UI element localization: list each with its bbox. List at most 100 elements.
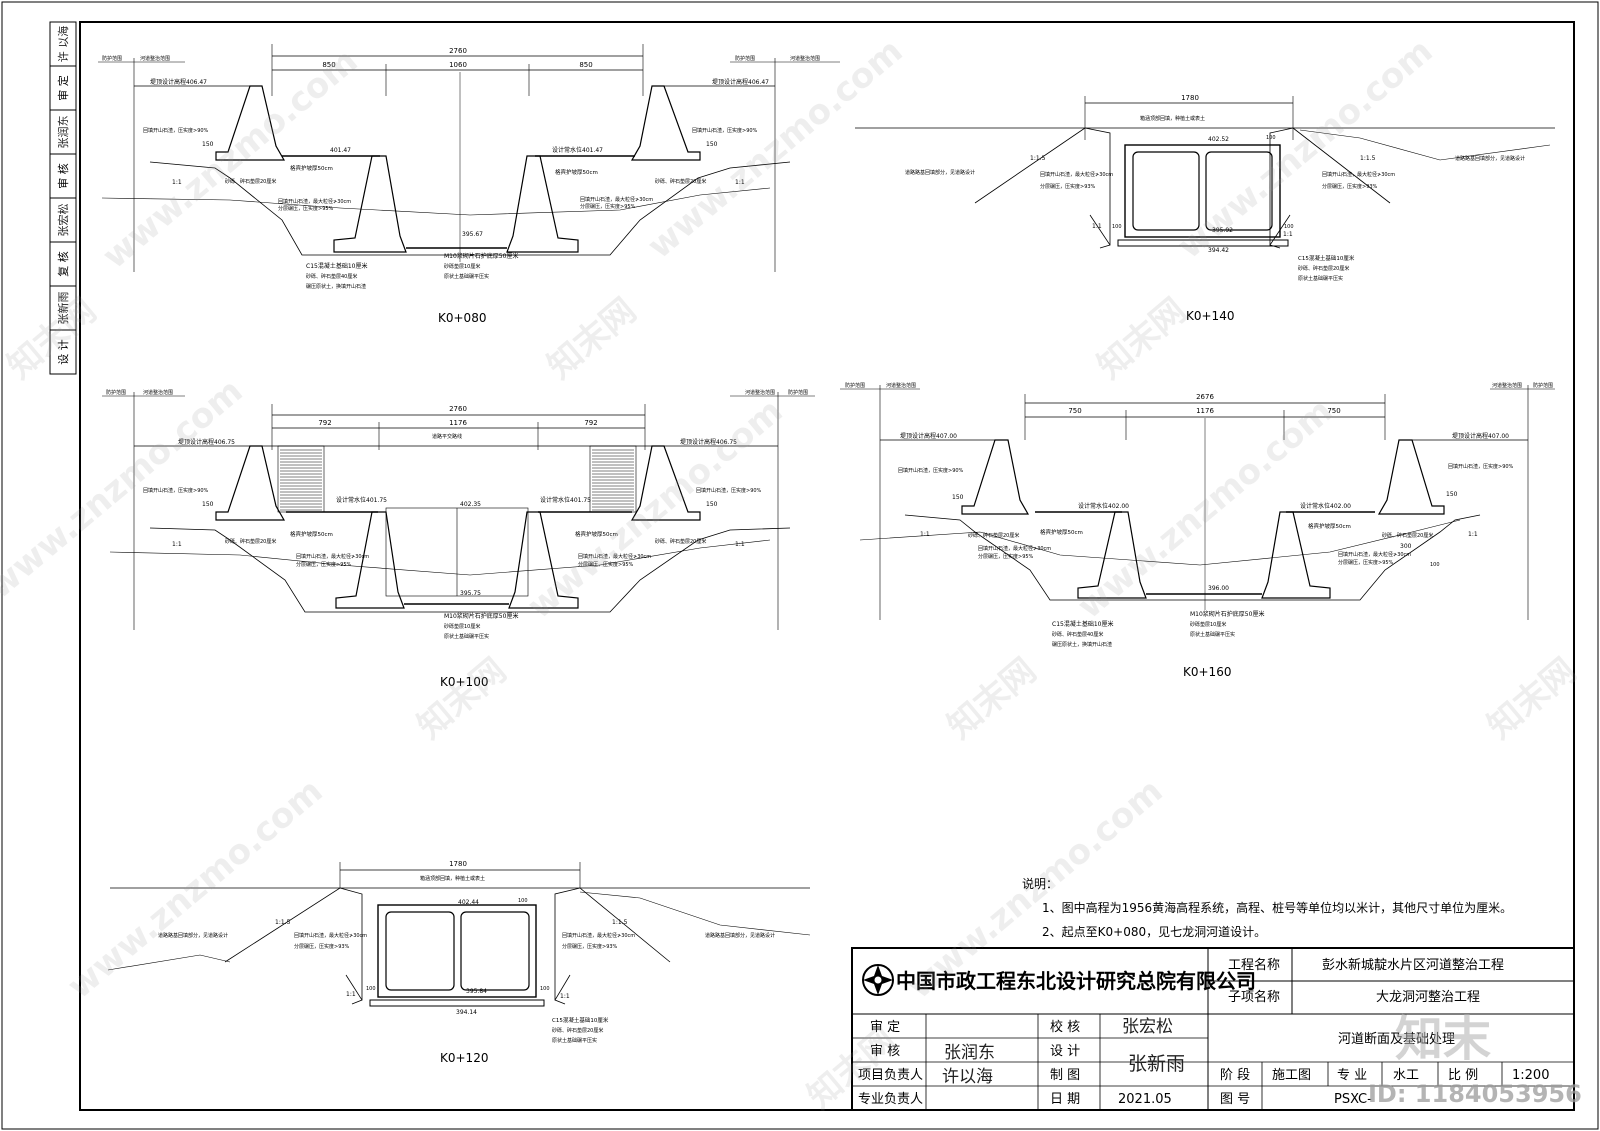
strip-cell-design-sign: 张新雨 — [56, 292, 70, 325]
note-fill-right: 回填开山石渣，最大粒径≯30cm — [1322, 171, 1395, 178]
level-top-left: 堤顶设计高程406.47 — [150, 78, 207, 86]
value-date: 2021.05 — [1118, 1092, 1172, 1107]
level-bottom: 394.42 — [1208, 247, 1229, 254]
strip-cell-approve-sign: 许 以海 — [56, 26, 70, 63]
value-subproject: 大龙洞河整治工程 — [1376, 990, 1480, 1005]
note-c15-2: 砂砾、碎石垫层40厘米 — [306, 273, 357, 280]
note-w150-right: 150 — [706, 501, 718, 508]
note-backfill-right: 回填开山石渣，最大粒径≯30cm — [1338, 551, 1411, 558]
note-c15-1: C15混凝土基础10厘米 — [306, 262, 367, 270]
note-w150-left: 150 — [202, 501, 214, 508]
label-project: 工程名称 — [1228, 957, 1280, 973]
tag-right-river: 河道整治范围 — [790, 55, 820, 62]
note-fill-left: 回填开山石渣，最大粒径≯30cm — [294, 932, 367, 939]
note-fill-left2: 分层碾压，压实度>93% — [294, 943, 350, 950]
note-slope-b-left: 1:1 — [1092, 223, 1102, 230]
note-fill-right: 回填开山石渣，压实度>90% — [1448, 463, 1514, 470]
note-slope-left: 1:1.5 — [1030, 155, 1046, 162]
note-m10-1: M10浆砌片石护底厚50厘米 — [1190, 610, 1264, 618]
dim-total: 1780 — [449, 860, 467, 868]
dim-left: 792 — [318, 419, 331, 427]
note-road: 道路平交路线 — [432, 433, 462, 440]
label-approve: 审 定 — [870, 1020, 900, 1035]
label-spec: 专 业 — [1337, 1068, 1367, 1083]
section-label-k0-120: K0+120 — [440, 1051, 488, 1065]
note-w150-right: 150 — [706, 141, 718, 148]
tag-left-river: 河道整治范围 — [140, 55, 170, 62]
note-c15-3: 碾压原状土，换填开山石渣 — [306, 283, 366, 290]
level-bottom: 394.14 — [456, 1009, 477, 1016]
watermark-site: www.znzmo.com — [520, 391, 790, 627]
note-backfill-left: 回填开山石渣，最大粒径≯30cm — [278, 198, 351, 205]
label-discipline: 专业负责人 — [858, 1092, 923, 1107]
note-fill-right: 回填开山石渣，压实度>90% — [692, 127, 758, 134]
tag-right-river: 河道整治范围 — [1492, 382, 1522, 389]
note-road-right: 道路路基回填部分，见道路设计 — [705, 932, 775, 939]
dim-mid: 1176 — [449, 419, 467, 427]
road-hatch-left — [277, 445, 325, 513]
watermark-site: www.znzmo.com — [95, 41, 365, 277]
note-c15-2: 砂砾、碎石垫层40厘米 — [1052, 631, 1103, 638]
note-w150-left: 150 — [952, 494, 964, 501]
note-slope-right: 1:1.5 — [612, 919, 628, 926]
note-slope-right: 1:1 — [1468, 531, 1478, 538]
level-top: 402.44 — [458, 899, 479, 906]
label-design: 设 计 — [1050, 1044, 1080, 1059]
road-hatch-right — [589, 445, 637, 513]
label-subproject: 子项名称 — [1228, 989, 1280, 1005]
tag-right-range: 防护范围 — [788, 389, 808, 396]
level-top-right: 堤顶设计高程406.47 — [712, 78, 769, 86]
section-k0-080: 2760 850 1060 850 防护范围 河道整治范围 防护范围 河道整治范… — [98, 44, 840, 325]
note-backfill-left2: 分层碾压，压实度>95% — [978, 553, 1034, 560]
tag-left-range: 防护范围 — [845, 382, 865, 389]
dim-mid: 1176 — [1196, 407, 1214, 415]
note-w100-right: 100 — [1284, 224, 1294, 230]
section-label-k0-080: K0+080 — [438, 311, 486, 325]
value-pm-sign: 许以海 — [942, 1067, 993, 1087]
dim-total: 1780 — [1181, 94, 1199, 102]
value-review-sign: 张润东 — [944, 1043, 995, 1063]
note-c15-1: C15混凝土基础10厘米 — [1052, 620, 1113, 628]
watermark-brand: 知末网 — [410, 651, 514, 747]
note-backfill-right2: 分层碾压，压实度>95% — [578, 561, 634, 568]
note-w150-right: 150 — [1446, 491, 1458, 498]
note-c15-1: C15混凝土基础10厘米 — [1298, 254, 1355, 262]
notes-title: 说明： — [1022, 876, 1058, 891]
note-m10-3: 原状土基础碾平压实 — [444, 633, 489, 640]
value-spec: 水工 — [1393, 1068, 1419, 1083]
note-m10-2: 砂砾垫层10厘米 — [1190, 621, 1226, 628]
note-road-left: 道路路基回填部分，见道路设计 — [905, 169, 975, 176]
watermark-brand: 知末网 — [540, 291, 644, 387]
note-fill-left: 回填开山石渣，压实度>90% — [898, 467, 964, 474]
note-h100: 100 — [518, 898, 528, 904]
note-gabion-right: 格宾护坡厚50cm — [1308, 522, 1351, 530]
note-w100-left: 100 — [366, 986, 376, 992]
strip-cell-review: 审 核 — [56, 163, 70, 189]
note-m10-3: 原状土基础碾平压实 — [444, 273, 489, 280]
strip-cell-design: 设 计 — [57, 339, 70, 365]
strip-cell-check: 复 核 — [56, 251, 70, 277]
section-k0-140: 1780 箱涵顶部回填，种植土或表土 402.52 100 395.92 394… — [855, 94, 1555, 323]
note-c15-3: 原状土基础碾平压实 — [1298, 275, 1343, 282]
drawing-name: 河道断面及基础处理 — [1338, 1032, 1455, 1047]
watermark-id: ID: 1184053956 — [1368, 1080, 1582, 1108]
company-logo-icon — [862, 964, 894, 996]
title-block: 中国市政工程东北设计研究总院有限公司 工程名称 彭水新城靛水片区河道整治工程 子… — [851, 947, 1575, 1111]
level-top-right: 堤顶设计高程406.75 — [680, 438, 737, 446]
tag-left-range: 防护范围 — [102, 55, 122, 62]
level-bed: 395.67 — [462, 231, 483, 238]
note-c15-1: C15混凝土基础10厘米 — [552, 1016, 609, 1024]
note-c15-3: 碾压原状土，换填开山石渣 — [1052, 641, 1112, 648]
note-base-right: 砂砾、碎石垫层20厘米 — [655, 538, 706, 545]
note-slope-left: 1:1 — [172, 179, 182, 186]
label-check: 校 核 — [1050, 1019, 1080, 1035]
level-berm-right: 设计常水位401.75 — [540, 496, 591, 504]
note-fill-left: 回填开山石渣，压实度>90% — [143, 127, 209, 134]
label-pm: 项目负责人 — [858, 1068, 923, 1083]
watermark-site: www.znzmo.com — [60, 771, 330, 1007]
dim-left: 750 — [1068, 407, 1081, 415]
section-k0-100: 2760 792 1176 792 防护范围 河道整治范围 防护范围 河道整治范… — [102, 389, 815, 689]
note-top-fill: 箱涵顶部回填，种植土或表土 — [420, 875, 485, 882]
tag-left-range: 防护范围 — [106, 389, 126, 396]
note-slope-b-right: 1:1 — [560, 993, 570, 1000]
